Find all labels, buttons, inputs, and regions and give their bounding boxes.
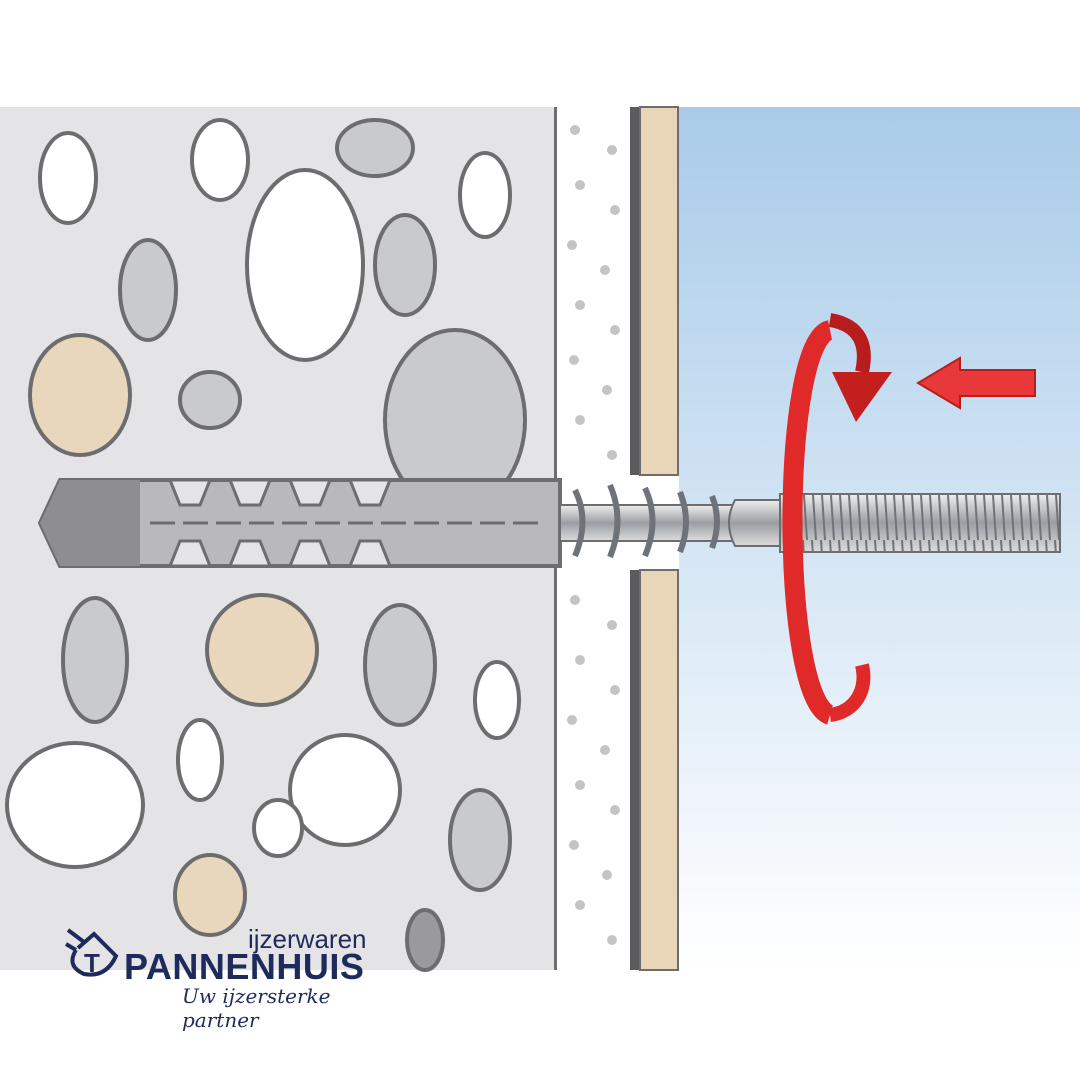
rotation-arrow-icon [782, 313, 892, 725]
logo-tagline: Uw ijzersterke partner [182, 984, 331, 1032]
plaster-layer [639, 106, 679, 971]
screw [559, 483, 1061, 559]
dowel [37, 478, 562, 568]
push-arrow-icon [916, 356, 1036, 410]
svg-text:T: T [84, 948, 100, 978]
logo-main-text: PANNENHUIS [124, 946, 365, 987]
logo-top-text: ijzerwaren [248, 924, 367, 954]
house-plug-icon: T [64, 928, 119, 978]
brand-logo: T ijzerwaren PANNENHUIS Uw ijzersterke p… [62, 922, 372, 1032]
aggregate-stones [5, 118, 521, 869]
